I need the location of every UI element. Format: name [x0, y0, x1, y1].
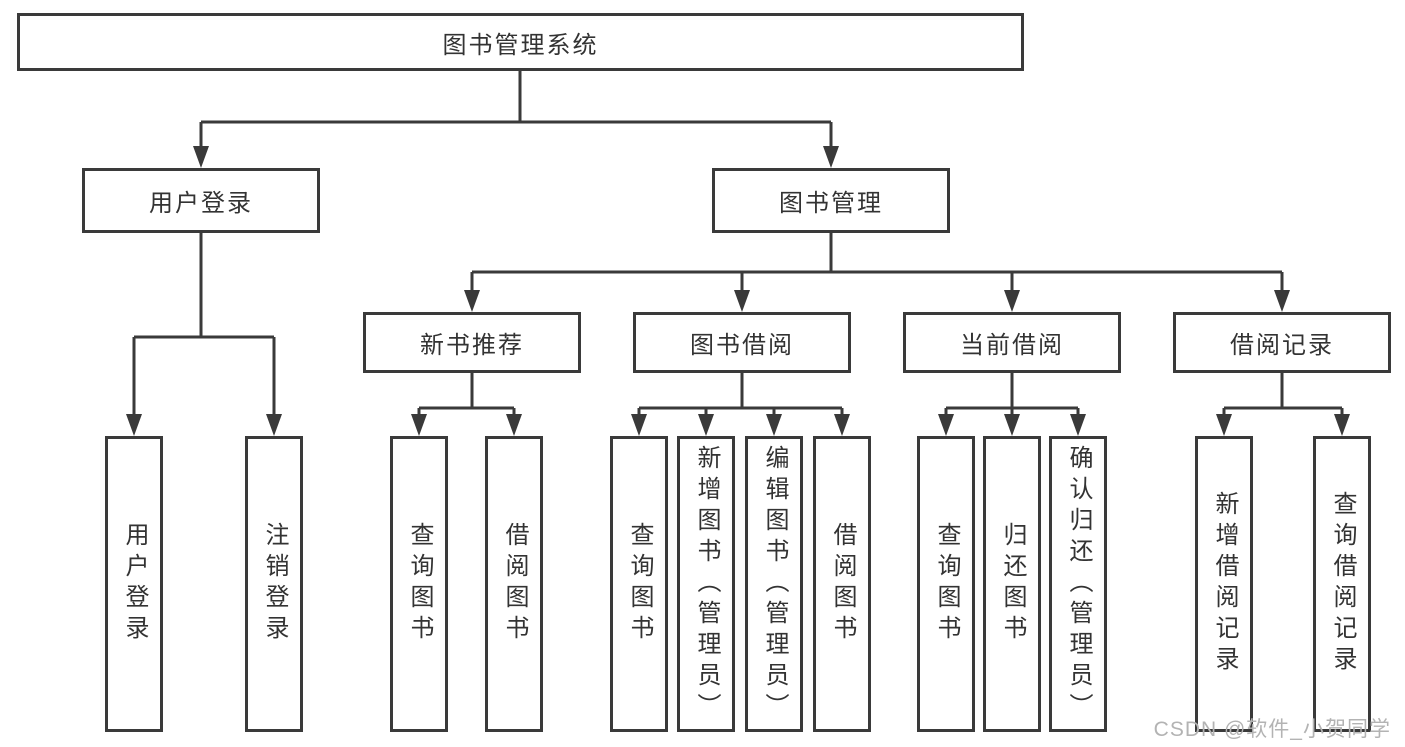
node-label: 当前借阅 [960, 332, 1064, 359]
leaf-return-book: 归还图书 [983, 436, 1041, 732]
leaf-label: 归还图书 [999, 522, 1026, 646]
node-label: 借阅记录 [1230, 332, 1334, 359]
node-book-borrow: 图书借阅 [633, 312, 851, 373]
leaf-query-books: 查询图书 [610, 436, 668, 732]
node-current-borrow: 当前借阅 [903, 312, 1121, 373]
leaf-label: 借阅图书 [829, 522, 856, 646]
leaf-label: 新增借阅记录 [1211, 491, 1238, 677]
leaf-borrow-books: 借阅图书 [485, 436, 543, 732]
node-label: 图书借阅 [690, 332, 794, 359]
leaf-edit-book-admin: 编辑图书（管理员） [745, 436, 803, 732]
node-new-book-recommend: 新书推荐 [363, 312, 581, 373]
leaf-query-books: 查询图书 [390, 436, 448, 732]
leaf-label: 查询图书 [933, 522, 960, 646]
leaf-query-borrow-record: 查询借阅记录 [1313, 436, 1371, 732]
leaf-label: 查询图书 [626, 522, 653, 646]
leaf-logout: 注销登录 [245, 436, 303, 732]
node-borrow-records: 借阅记录 [1173, 312, 1391, 373]
node-label: 新书推荐 [420, 332, 524, 359]
leaf-add-book-admin: 新增图书（管理员） [677, 436, 735, 732]
leaf-label: 注销登录 [261, 522, 288, 646]
arrowhead-icons [126, 146, 1350, 436]
leaf-label: 新增图书（管理员） [693, 444, 720, 724]
node-root-system: 图书管理系统 [17, 13, 1024, 71]
node-label: 用户登录 [149, 190, 253, 217]
leaf-label: 用户登录 [121, 522, 148, 646]
node-label: 图书管理系统 [442, 31, 599, 59]
leaf-label: 查询图书 [406, 522, 433, 646]
leaf-label: 借阅图书 [501, 522, 528, 646]
leaf-label: 确认归还（管理员） [1065, 444, 1092, 724]
leaf-user-login: 用户登录 [105, 436, 163, 732]
leaf-borrow-books: 借阅图书 [813, 436, 871, 732]
connector-lines [132, 71, 1344, 418]
leaf-label: 编辑图书（管理员） [761, 444, 788, 724]
leaf-label: 查询借阅记录 [1329, 491, 1356, 677]
node-book-management: 图书管理 [712, 168, 950, 233]
node-label: 图书管理 [779, 190, 883, 217]
csdn-watermark: CSDN @软件_小贺同学 [1153, 718, 1391, 741]
node-user-login: 用户登录 [82, 168, 320, 233]
leaf-add-borrow-record: 新增借阅记录 [1195, 436, 1253, 732]
leaf-confirm-return-admin: 确认归还（管理员） [1049, 436, 1107, 732]
leaf-query-books: 查询图书 [917, 436, 975, 732]
